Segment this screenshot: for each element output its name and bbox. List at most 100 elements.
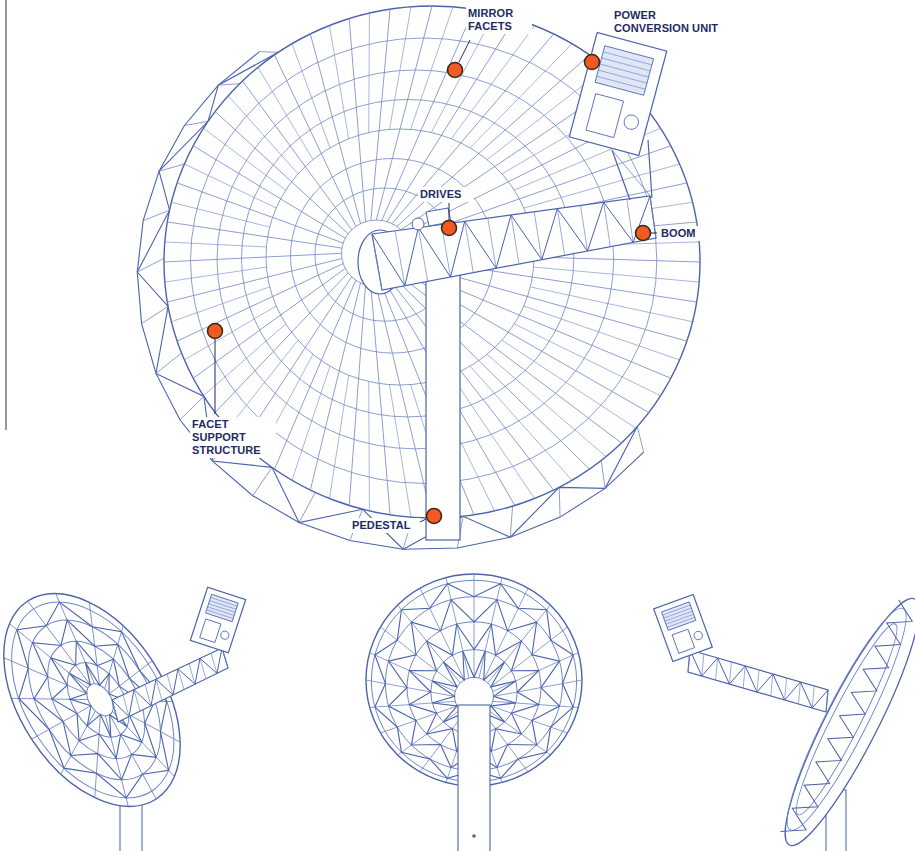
support-post bbox=[156, 353, 182, 373]
dish-spoke bbox=[167, 222, 342, 248]
dish-spoke bbox=[382, 9, 474, 220]
dish-spoke bbox=[370, 653, 456, 692]
leader-line bbox=[215, 339, 216, 414]
truss-member bbox=[781, 600, 915, 842]
boom-strut bbox=[534, 212, 542, 260]
dish-spoke bbox=[59, 602, 131, 685]
pcu-fin bbox=[603, 52, 652, 65]
pcu-housing bbox=[190, 587, 245, 653]
pcu-radiator bbox=[662, 602, 696, 630]
dish-spoke bbox=[81, 626, 146, 689]
boom-strut bbox=[465, 221, 474, 272]
dish-spoke bbox=[493, 653, 579, 692]
pedestal bbox=[458, 705, 490, 851]
support-post bbox=[559, 487, 561, 517]
dish-spoke bbox=[387, 19, 515, 222]
dish-spoke bbox=[177, 264, 343, 342]
pcu-fin bbox=[211, 597, 238, 606]
dish-rim bbox=[0, 562, 217, 838]
pcu-engine bbox=[672, 629, 694, 653]
part-label: BOOM bbox=[659, 226, 707, 241]
support-post bbox=[218, 84, 239, 86]
facet-edge bbox=[368, 381, 370, 510]
boom-brace bbox=[372, 196, 650, 286]
facet-edge bbox=[203, 128, 285, 190]
boom-frame bbox=[688, 650, 828, 712]
boom-strut bbox=[826, 690, 828, 712]
part-label: DRIVES bbox=[418, 187, 474, 202]
pcu-fin bbox=[600, 64, 649, 77]
facet-edge bbox=[165, 242, 267, 247]
boom-strut bbox=[557, 209, 564, 256]
callout-dot bbox=[442, 221, 457, 236]
margin-rule bbox=[6, 0, 7, 430]
boom-strut bbox=[511, 215, 519, 264]
pcu-port bbox=[693, 630, 704, 641]
facet-edge bbox=[411, 7, 454, 130]
boom-strut bbox=[702, 654, 704, 676]
facet-edge bbox=[389, 385, 410, 518]
facet-edge bbox=[451, 375, 534, 498]
pcu-radiator bbox=[595, 46, 653, 96]
dish-spoke bbox=[491, 627, 568, 687]
facet-edge bbox=[470, 366, 572, 480]
pcu-fin bbox=[602, 58, 651, 71]
dish bbox=[0, 562, 217, 838]
pcu-port bbox=[623, 113, 641, 131]
dish-spoke bbox=[349, 19, 365, 222]
pcu-fin bbox=[667, 617, 695, 627]
pedestal bbox=[426, 275, 460, 540]
dish-spoke bbox=[274, 55, 355, 226]
dish-spoke bbox=[42, 594, 109, 684]
dish-spoke bbox=[193, 146, 345, 238]
dish-spoke bbox=[488, 710, 551, 755]
pcu-housing bbox=[569, 33, 666, 156]
support-post bbox=[253, 467, 272, 495]
facet-edge bbox=[203, 324, 285, 396]
dish-spoke bbox=[380, 627, 457, 687]
dish-spoke bbox=[484, 588, 528, 680]
boom bbox=[688, 650, 828, 712]
dish-spoke bbox=[80, 716, 153, 807]
part-label: MIRROR FACETS bbox=[466, 6, 532, 34]
dish-spoke bbox=[366, 680, 455, 696]
dish-spoke bbox=[371, 286, 390, 515]
boom bbox=[372, 196, 656, 290]
side-view bbox=[654, 587, 915, 851]
facet-edge bbox=[451, 25, 534, 138]
dish bbox=[765, 587, 915, 851]
facet-edge bbox=[470, 44, 572, 148]
dish-spoke bbox=[215, 112, 348, 234]
support-post bbox=[510, 506, 512, 537]
boom-brace bbox=[112, 648, 222, 717]
dish-spoke bbox=[398, 710, 461, 755]
callout-dot bbox=[448, 63, 463, 78]
facet-edge bbox=[524, 306, 680, 360]
boom-brace bbox=[690, 650, 828, 708]
facet-edge bbox=[165, 267, 267, 282]
dish-spoke bbox=[12, 664, 88, 734]
boom-strut bbox=[798, 682, 800, 704]
boom bbox=[112, 648, 228, 722]
boom-strut bbox=[716, 658, 718, 680]
leader-lines bbox=[215, 40, 657, 525]
pcu-fin bbox=[207, 610, 234, 619]
boom-strut bbox=[812, 686, 814, 708]
facet-edge bbox=[184, 164, 276, 208]
boom-strut bbox=[743, 666, 745, 688]
pcu-strut bbox=[612, 150, 652, 198]
facet-edge bbox=[389, 7, 410, 130]
pcu-fin bbox=[598, 70, 647, 83]
dish-spoke bbox=[493, 680, 582, 696]
facet-edge bbox=[524, 164, 680, 208]
facet-edge bbox=[171, 202, 269, 227]
facet-edge bbox=[534, 267, 700, 282]
callout-dot bbox=[636, 226, 651, 241]
boom-frame bbox=[112, 648, 228, 722]
dish-spoke bbox=[177, 183, 343, 243]
dish-spoke bbox=[420, 588, 464, 680]
part-label: POWER CONVERSION UNIT bbox=[612, 8, 734, 36]
facet-edge bbox=[258, 67, 313, 159]
pcu-fin bbox=[597, 76, 646, 89]
